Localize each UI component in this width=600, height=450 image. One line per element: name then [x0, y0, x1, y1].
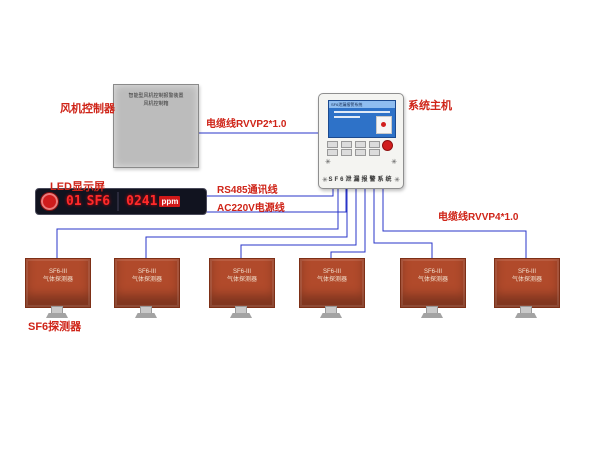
wire-detector-1	[56, 188, 339, 258]
host-alarm-button	[382, 140, 393, 151]
sf6-detector-5: SF6-III 气体探测器	[400, 258, 466, 308]
led-display-bar: 01 SF6 0241 ppm	[35, 188, 207, 215]
detector-stand-base	[320, 313, 342, 318]
host-button	[327, 149, 338, 156]
label-ac220v: AC220V电源线	[217, 203, 285, 214]
fan-controller-print-line2: 风机控制箱	[143, 101, 169, 107]
led-channel: 01	[66, 194, 82, 209]
detector-name: 气体探测器	[226, 277, 257, 284]
host-button	[341, 141, 352, 148]
host-button-row-1	[327, 141, 380, 148]
wire-rs485	[207, 188, 334, 197]
fan-controller-box: 智能型风机控制报警装置 风机控制箱	[113, 84, 199, 168]
host-panel-label: SF6泄漏报警系统	[328, 177, 394, 183]
label-cable-rvvp2: 电缆线RVVP2*1.0	[206, 119, 287, 130]
host-button	[341, 149, 352, 156]
label-cable-rvvp4: 电缆线RVVP4*1.0	[438, 212, 519, 223]
detector-stand	[426, 306, 438, 314]
host-screen-row	[334, 116, 360, 118]
host-screen-row	[334, 111, 390, 113]
label-fan-controller: 风机控制器	[60, 103, 115, 115]
detector-stand	[325, 306, 337, 314]
detector-model: SF6-III	[423, 269, 442, 275]
detector-name: 气体探测器	[316, 277, 347, 284]
host-button-row-2	[327, 149, 380, 156]
led-divider	[117, 192, 120, 211]
wire-detector-5	[373, 188, 433, 258]
led-value: 0241	[126, 194, 158, 209]
label-sf6-detector: SF6探测器	[28, 321, 82, 333]
sf6-detector-1: SF6-III 气体探测器	[25, 258, 91, 308]
wire-detector-3	[240, 188, 357, 258]
detector-name: 气体探测器	[131, 277, 162, 284]
detector-stand-base	[230, 313, 252, 318]
wire-detector-4	[330, 188, 366, 258]
sf6-detector-4: SF6-III 气体探测器	[299, 258, 365, 308]
fan-controller-print: 智能型风机控制报警装置 风机控制箱	[114, 92, 198, 108]
wire-detector-6	[382, 188, 527, 258]
label-led-display: LED显示屏	[50, 181, 105, 193]
detector-name: 气体探测器	[511, 277, 542, 284]
detector-model: SF6-III	[48, 269, 67, 275]
detector-stand-base	[46, 313, 68, 318]
detector-model: SF6-III	[517, 269, 536, 275]
wire-detector-2	[145, 188, 348, 258]
vent-icon: ✳	[394, 177, 400, 184]
label-rs485: RS485通讯线	[217, 185, 278, 196]
host-button	[355, 149, 366, 156]
detector-stand	[140, 306, 152, 314]
detector-stand-base	[135, 313, 157, 318]
detector-model: SF6-III	[322, 269, 341, 275]
host-button	[355, 141, 366, 148]
detector-stand	[520, 306, 532, 314]
vent-icon: ✳	[322, 177, 328, 184]
sf6-detector-6: SF6-III 气体探测器	[494, 258, 560, 308]
fan-controller-print-line1: 智能型风机控制报警装置	[128, 93, 184, 99]
detector-stand-base	[515, 313, 537, 318]
led-unit: ppm	[159, 196, 181, 207]
host-button	[369, 141, 380, 148]
host-button	[369, 149, 380, 156]
sf6-detector-3: SF6-III 气体探测器	[209, 258, 275, 308]
system-host-panel: SF6泄漏报警系统 ✳ ✳ ✳ ✳ SF6泄漏报警系统	[318, 93, 404, 189]
label-system-host: 系统主机	[408, 100, 452, 112]
led-logo-icon	[40, 192, 59, 211]
detector-model: SF6-III	[232, 269, 251, 275]
vent-icon: ✳	[325, 159, 331, 166]
detector-model: SF6-III	[137, 269, 156, 275]
vent-icon: ✳	[391, 159, 397, 166]
host-screen: SF6泄漏报警系统	[328, 100, 396, 138]
detector-stand	[235, 306, 247, 314]
host-button	[327, 141, 338, 148]
detector-stand	[51, 306, 63, 314]
sf6-detector-2: SF6-III 气体探测器	[114, 258, 180, 308]
wire-ac220v	[207, 188, 347, 213]
alarm-dot-icon	[381, 122, 386, 127]
detector-stand-base	[421, 313, 443, 318]
host-screen-popup	[376, 116, 392, 134]
led-gas: SF6	[86, 194, 111, 209]
detector-name: 气体探测器	[417, 277, 448, 284]
detector-name: 气体探测器	[42, 277, 73, 284]
host-screen-header: SF6泄漏报警系统	[329, 101, 395, 108]
